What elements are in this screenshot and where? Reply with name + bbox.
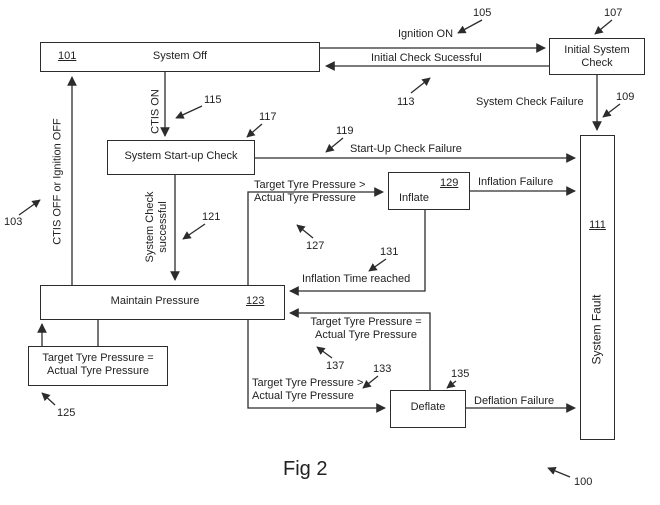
state-label-deflate: Deflate	[410, 401, 446, 413]
state-box-system-fault	[580, 135, 615, 440]
leader-115-arrow	[175, 105, 203, 119]
transition-label-deflation-failure: Deflation Failure	[474, 395, 555, 407]
transition-label-target-gt-actual-inflate: Target Tyre Pressure > Actual Tyre Press…	[254, 179, 366, 204]
state-label-maintain-pressure: Maintain Pressure	[110, 295, 200, 307]
ref-101: 101	[58, 50, 77, 62]
state-box-system-off	[40, 42, 320, 72]
arrow-target-eq-actual-from-deflate	[289, 308, 431, 390]
transition-label-system-check-failure: System Check Failure	[476, 96, 584, 108]
leader-125-arrow	[41, 392, 56, 406]
state-label-system-off: System Off	[152, 50, 208, 62]
ref-135: 135	[451, 368, 470, 380]
transition-label-ignition-on: Ignition ON	[398, 28, 454, 40]
ref-119: 119	[336, 125, 354, 137]
leader-131-arrow	[368, 258, 387, 272]
leader-119-arrow	[325, 137, 344, 153]
transition-label-target-eq-actual: Target Tyre Pressure = Actual Tyre Press…	[310, 316, 422, 341]
arrow-target-gt-actual-to-inflate	[247, 187, 384, 285]
leader-117-arrow	[246, 123, 263, 138]
ref-109: 109	[616, 91, 635, 103]
ref-100: 100	[574, 476, 593, 488]
ref-125: 125	[57, 407, 76, 419]
figure-caption: Fig 2	[283, 458, 328, 480]
state-label-system-fault: System Fault	[589, 294, 604, 365]
ref-113: 113	[397, 96, 415, 108]
state-label-inflate: Inflate	[399, 192, 429, 204]
transition-label-system-check-successful: System Check successful	[144, 191, 169, 263]
leader-103-arrow	[18, 199, 41, 216]
ref-137: 137	[326, 360, 345, 372]
ref-117: 117	[259, 111, 277, 123]
ref-123: 123	[246, 295, 265, 307]
leader-133-arrow	[362, 375, 379, 389]
ref-129: 129	[440, 177, 459, 189]
ref-121: 121	[202, 211, 221, 223]
ref-103: 103	[4, 216, 23, 228]
transition-label-ctis-on: CTIS ON	[149, 89, 162, 134]
state-box-maintain-pressure	[40, 285, 285, 320]
leader-135-arrow	[446, 379, 457, 389]
condition-label-pressure-equal: Target Tyre Pressure = Actual Tyre Press…	[42, 352, 154, 377]
ref-133: 133	[373, 363, 392, 375]
ref-111: 111	[589, 219, 606, 231]
transition-label-inflation-time-reached: Inflation Time reached	[302, 273, 411, 285]
state-box-deflate	[390, 390, 466, 428]
transition-label-initial-check-successful: Initial Check Sucessful	[371, 52, 482, 64]
leader-113-arrow	[410, 77, 431, 94]
leader-109-arrow	[602, 103, 621, 118]
state-box-system-startup-check	[107, 140, 255, 175]
condition-box-pressure-equal	[28, 346, 168, 386]
ref-115: 115	[204, 94, 222, 106]
state-box-inflate	[388, 172, 470, 210]
leader-105-arrow	[457, 19, 483, 34]
transition-label-startup-check-failure: Start-Up Check Failure	[350, 143, 462, 155]
state-label-system-startup-check: System Start-up Check	[124, 150, 238, 162]
transition-label-ctis-off-or-ignition-off: CTIS OFF or Ignition OFF	[51, 118, 64, 245]
state-box-initial-system-check	[549, 38, 645, 75]
transition-label-target-gt-actual-deflate: Target Tyre Pressure > Actual Tyre Press…	[252, 377, 364, 402]
ref-127: 127	[306, 240, 325, 252]
leader-121-arrow	[182, 223, 206, 240]
ref-131: 131	[380, 246, 399, 258]
transition-label-inflation-failure: Inflation Failure	[478, 176, 554, 188]
ref-105: 105	[473, 7, 492, 19]
arrow-inflation-time-reached	[289, 210, 426, 296]
leader-127-arrow	[296, 224, 314, 239]
leader-100-arrow	[547, 466, 571, 478]
leader-107-arrow	[594, 19, 613, 35]
leader-137-arrow	[316, 346, 333, 359]
ref-107: 107	[604, 7, 623, 19]
state-label-initial-system-check: Initial System Check	[564, 44, 630, 69]
arrow-target-gt-actual-to-deflate	[247, 320, 386, 413]
